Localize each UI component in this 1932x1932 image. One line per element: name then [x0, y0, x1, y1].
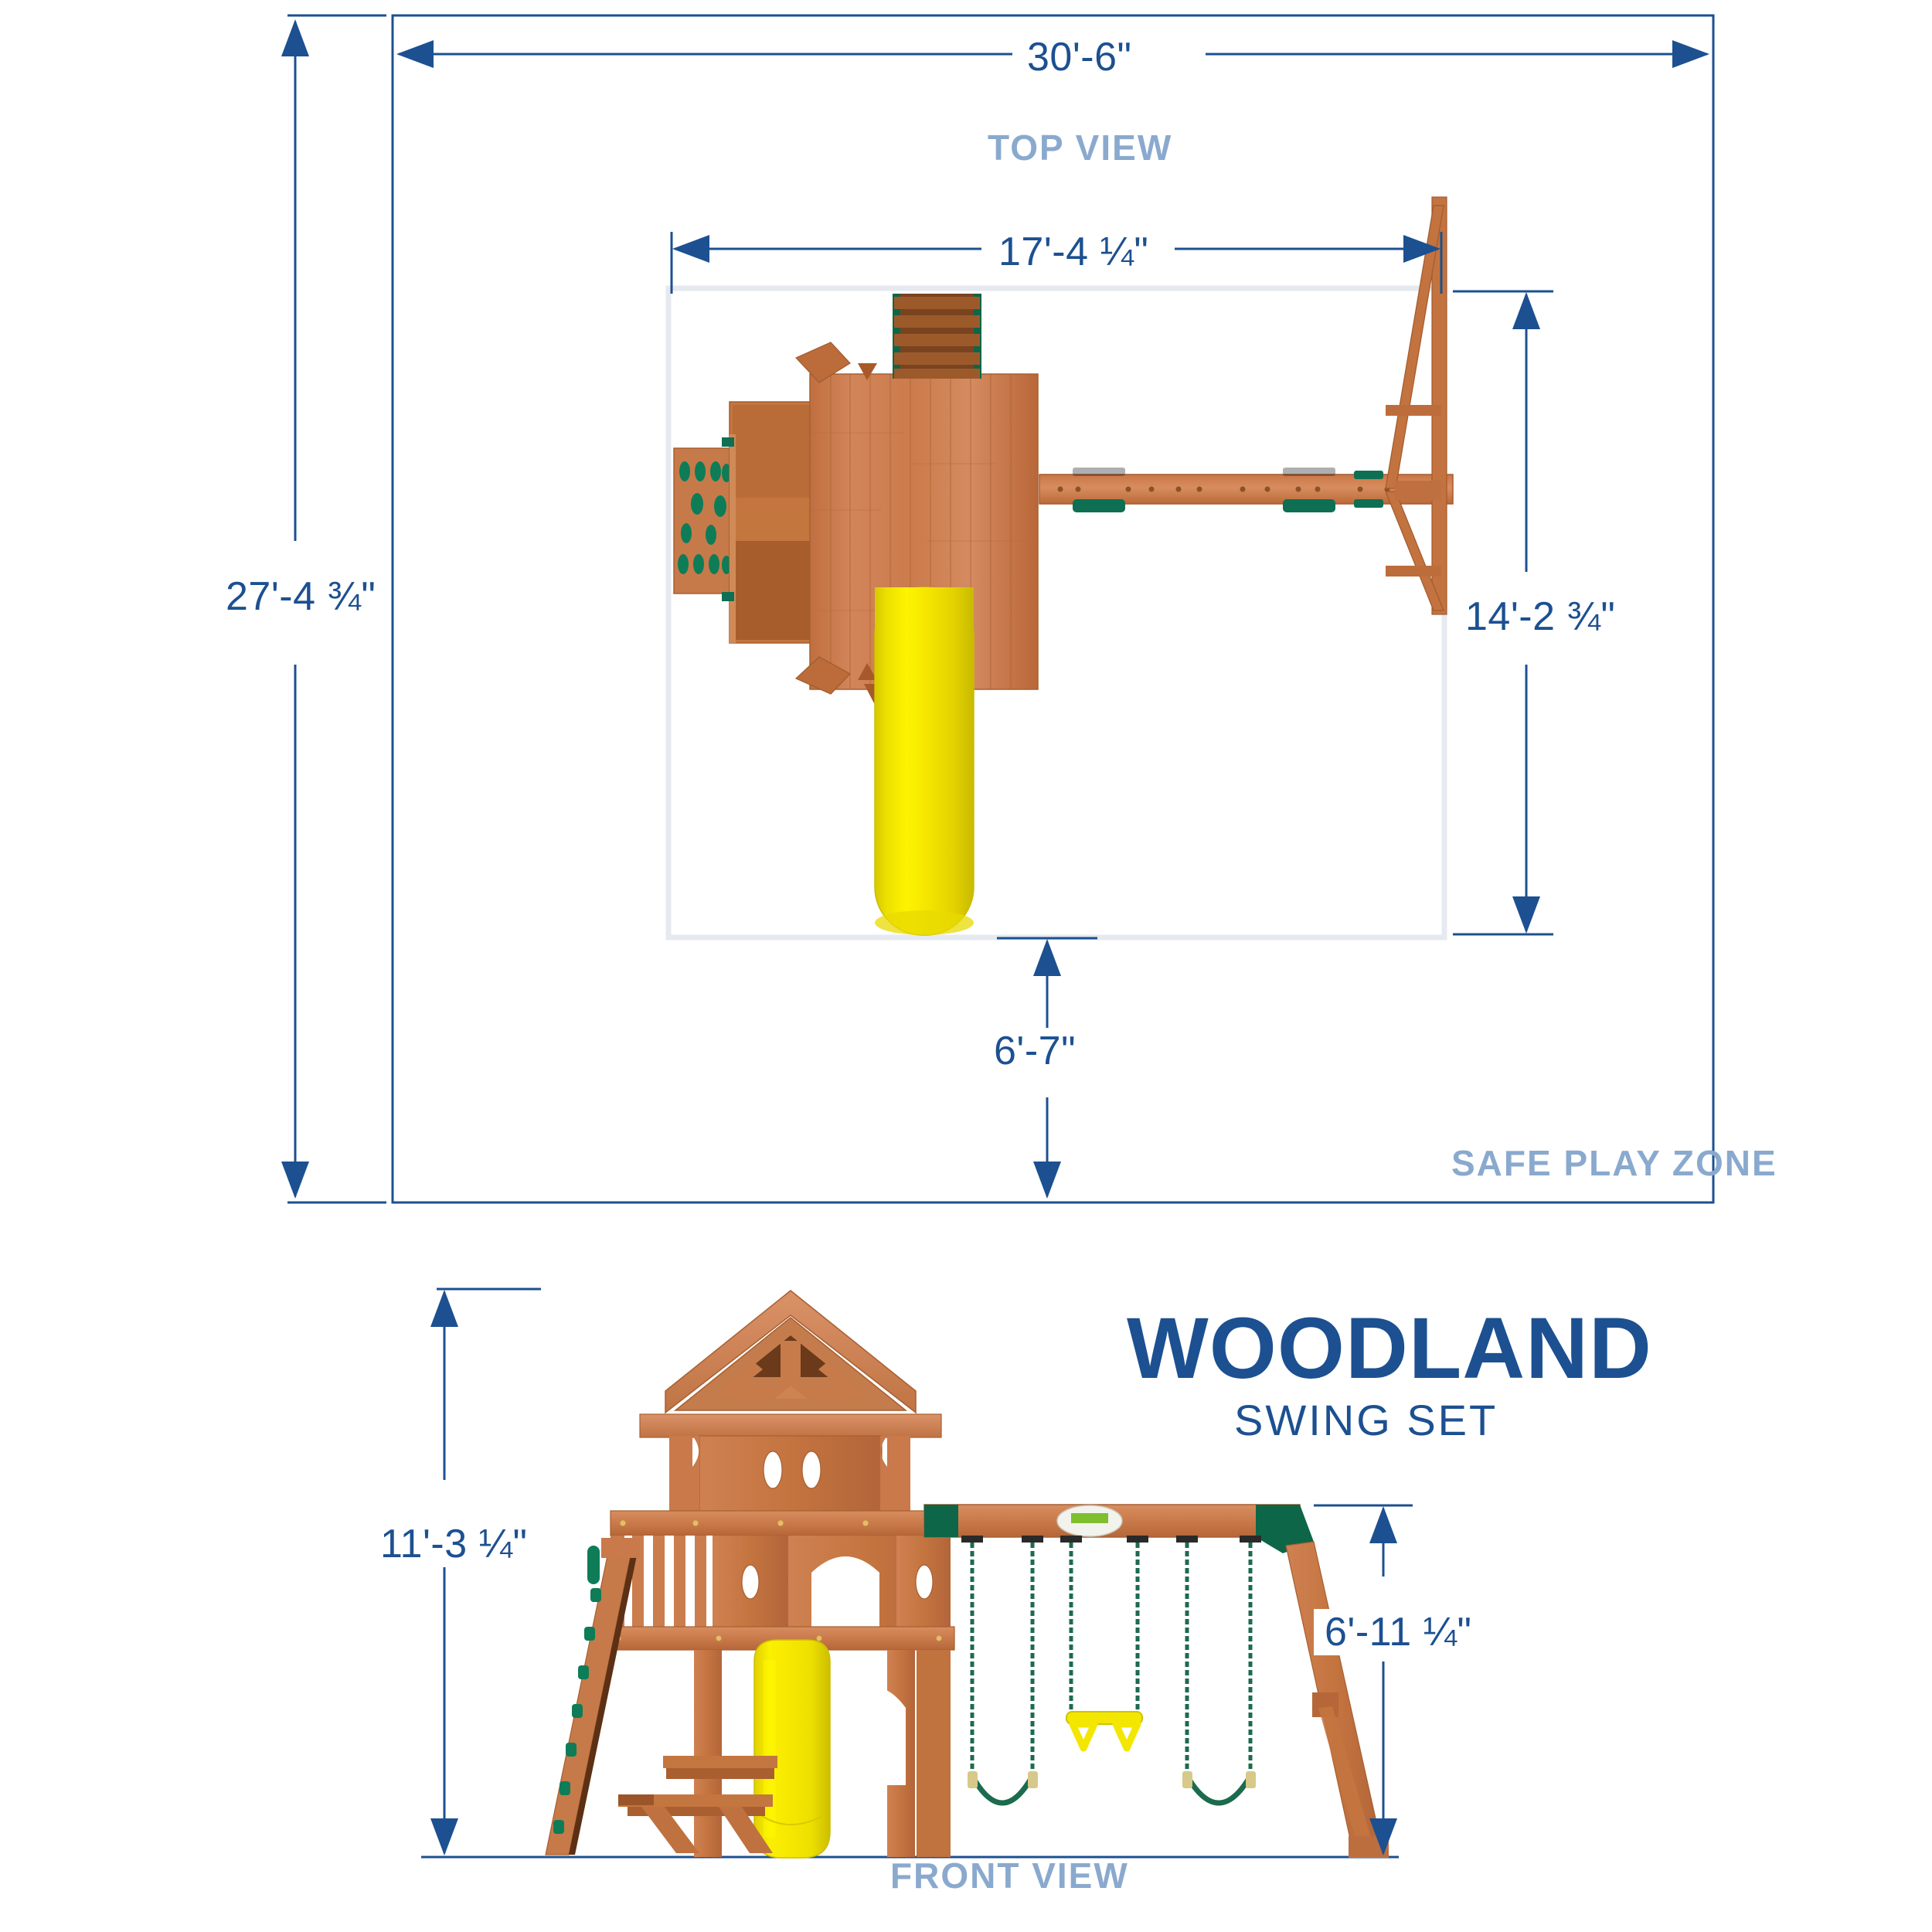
swing-seats — [968, 1543, 1256, 1806]
belt-swing-right — [1182, 1543, 1256, 1806]
dimension-structure-width: 17'-4 ¼" — [988, 229, 1160, 275]
swing-beam-assembly — [923, 1504, 1389, 1858]
deck-railing-pickets — [611, 1536, 788, 1628]
front-view-playset — [545, 1290, 1389, 1859]
front-view-drawing — [421, 1287, 1413, 1859]
a-frame-legs-top — [1385, 196, 1447, 615]
picnic-bench-front — [618, 1756, 777, 1853]
dimension-overall-width: 30'-6" — [1016, 34, 1143, 80]
slide-tube-top — [874, 587, 975, 936]
fort-posts — [694, 1650, 951, 1857]
fort-center-arch — [788, 1536, 951, 1628]
dimension-beam-height: 6'-11 ¼" — [1314, 1609, 1483, 1655]
top-view-label: TOP VIEW — [988, 128, 1173, 168]
product-subtitle: SWING SET — [1234, 1396, 1498, 1444]
deck-rail-band — [610, 1510, 951, 1536]
fort-gable-roof — [665, 1290, 917, 1414]
rock-wall-top — [673, 447, 731, 594]
top-view-dimension-lines — [281, 14, 1709, 1204]
ladder-top — [893, 294, 981, 379]
safe-play-zone-label: SAFE PLAY ZONE — [1451, 1143, 1777, 1183]
safe-play-zone-boundary — [391, 14, 1715, 1204]
trapeze-bar — [1066, 1543, 1143, 1752]
top-view-playset — [673, 196, 1454, 936]
swing-beam-top — [1039, 468, 1454, 512]
swing-hanger-pads — [1073, 468, 1383, 512]
wave-slide-front — [753, 1639, 831, 1859]
dimension-overall-depth: 27'-4 ¾" — [215, 573, 387, 620]
belt-swing-left — [968, 1543, 1038, 1806]
front-view-label: FRONT VIEW — [890, 1855, 1129, 1896]
dimension-overall-height: 11'-3 ¼" — [369, 1521, 539, 1567]
dimension-slide-clearance: 6'-7" — [983, 1028, 1087, 1074]
top-view-drawing — [281, 14, 1715, 1204]
product-title: WOODLAND — [1127, 1300, 1652, 1396]
dimension-structure-depth: 14'-2 ¾" — [1454, 594, 1627, 640]
rock-wall-ladder-front — [545, 1538, 640, 1855]
front-view-dimension-lines — [430, 1287, 1413, 1855]
fort-upper-walls — [639, 1413, 942, 1514]
